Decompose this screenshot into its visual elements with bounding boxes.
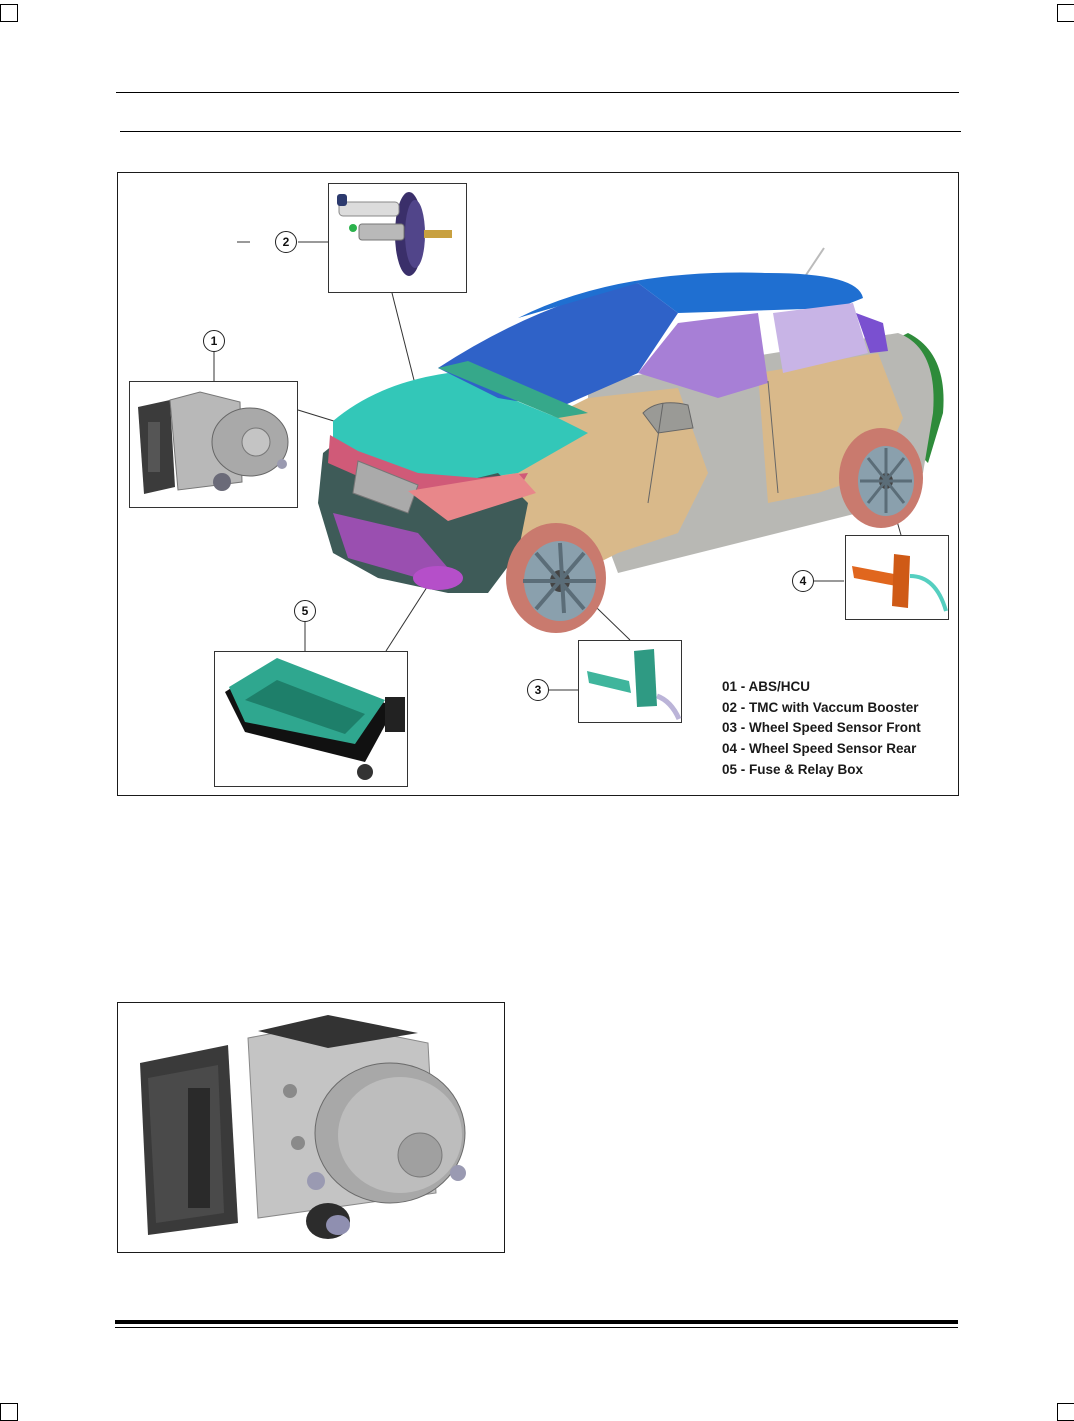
header-rule-top	[116, 92, 959, 93]
callout-number-1: 1	[203, 330, 225, 352]
legend-item-abs-hcu: 01 - ABS/HCU	[722, 679, 811, 694]
callout-box-abs-hcu	[129, 381, 298, 508]
fuse-relay-box-icon	[225, 658, 405, 780]
callout-number-2: 2	[275, 231, 297, 253]
callout-box-front-wheel-speed-sensor	[578, 640, 682, 723]
crop-mark-bottom-left	[0, 1403, 18, 1421]
callout-number-5: 5	[294, 600, 316, 622]
legend-item-rear-sensor: 04 - Wheel Speed Sensor Rear	[722, 741, 917, 757]
callout-number-4: 4	[792, 570, 814, 592]
callout-box-tmc-booster	[328, 183, 467, 293]
front-wheel	[506, 523, 606, 633]
footer-rule-thick	[115, 1320, 958, 1324]
system-overview-figure: 2 1 5 3	[117, 172, 959, 796]
legend-item-front-sensor: 03 - Wheel Speed Sensor Front	[722, 720, 921, 736]
roof	[518, 272, 863, 318]
legend-item-fuse-relay: 05 - Fuse & Relay Box	[722, 761, 864, 777]
abs-hcu-icon	[138, 391, 289, 494]
callout-box-fuse-relay	[214, 651, 408, 787]
abs-hcu-figure	[117, 1002, 505, 1253]
footer-rule-thin	[115, 1327, 958, 1328]
crop-mark-top-left	[0, 4, 18, 22]
front-side-window	[638, 313, 768, 398]
header-rule-bottom	[120, 131, 961, 132]
tmc-booster-icon	[337, 192, 452, 276]
rear-wheel-speed-sensor-icon	[852, 554, 948, 612]
rear-wheel	[839, 428, 923, 528]
abs-hcu-closeup-illustration	[140, 1015, 466, 1239]
rear-side-window	[773, 303, 868, 373]
car-illustration	[237, 241, 944, 652]
hood	[333, 373, 588, 483]
front-wheel-speed-sensor-icon	[587, 649, 682, 721]
leader-line-2	[391, 292, 417, 389]
side-mirror	[642, 402, 694, 434]
crop-mark-bottom-right	[1057, 1403, 1074, 1421]
crop-mark-top-right	[1057, 4, 1074, 22]
callout-box-rear-wheel-speed-sensor	[845, 535, 949, 620]
legend-item-tmc-booster: 02 - TMC with Vaccum Booster	[722, 699, 919, 715]
callout-number-3: 3	[527, 679, 549, 701]
component-legend: 01 - ABS/HCU 02 - TMC with Vaccum Booste…	[722, 677, 921, 781]
